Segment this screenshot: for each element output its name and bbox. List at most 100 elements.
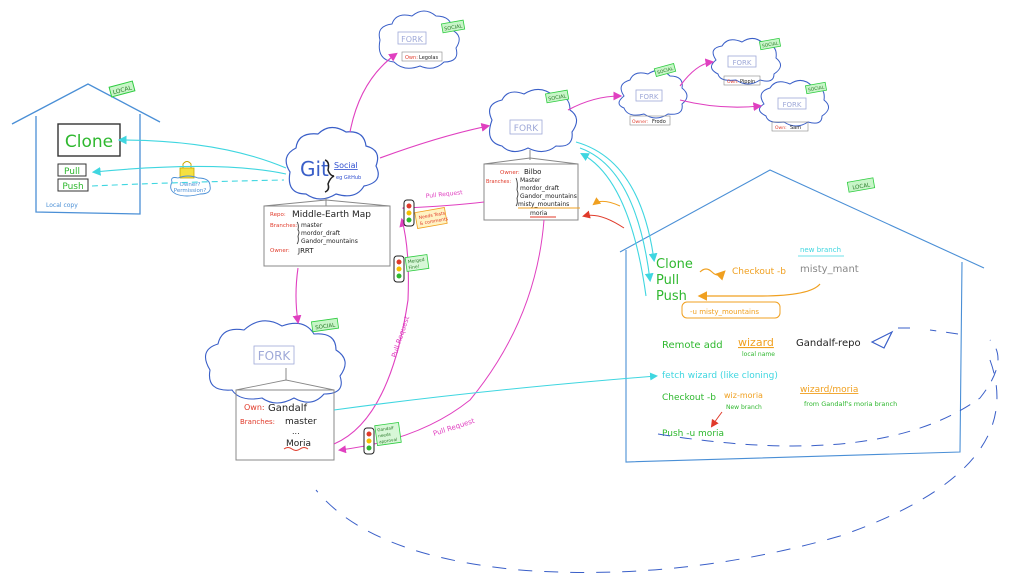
wizard-moria-ref: wizard/moria [800,385,858,395]
legolas-social-tag: SOCIAL [444,23,463,32]
repo-name: Middle-Earth Map [292,210,371,220]
gandalf-branch-moria: Moria [286,439,311,449]
right-pull-label: Pull [656,273,679,288]
bilbo-branch-master: Master [520,177,541,184]
repo-branch-mordor: mordor_draft [301,230,341,237]
local-pull-label: Pull [64,167,80,177]
local-push-label: Push [62,182,83,192]
right-local-tag-label: LOCAL [852,182,872,191]
dashed-loop-top [657,327,999,447]
gandalf-branch-ellipsis: ... [292,427,300,436]
push-connector [91,179,285,187]
bilbo-owner-label: Owner: [500,170,520,176]
gandalf-fork-label: FORK [258,349,292,363]
local-house-roof [11,83,161,125]
local-tag-label: LOCAL [112,84,133,96]
pull-box [57,163,87,177]
pull-request-bilbo [401,201,485,213]
signal-green-light [406,217,412,223]
right-house: LOCAL Clone Pull Push Checkout -b misty_… [619,169,985,463]
lock-owner-text: Owner? [180,182,201,188]
signal-red-light [406,203,412,209]
gandalf-branch-master: master [285,417,317,427]
gandalf-social-tag: SOCIAL [315,322,337,331]
fork-to-legolas [349,52,398,133]
fetch-wizard-connector [333,372,658,411]
push-from-right-house [580,152,647,297]
gandalf-branches-label: Branches: [240,418,275,426]
sam-fork-label: FORK [783,101,802,109]
pippin-owner: Pippin [740,79,755,85]
local-copy-caption: Local copy [46,202,78,209]
bilbo-card: Owner: Bilbo Branches: Master mordor_dra… [483,157,580,221]
repo-card-frame [263,205,391,267]
new-branch-note-2: New branch [726,404,762,411]
remote-add-command: Remote add [662,340,723,351]
pointer-arrow-icon [870,330,894,349]
pull-request-label-1: Pull Request [425,189,463,200]
repo-branches-label: Branches: [270,223,298,229]
push-misty-to-bilbo [592,197,621,207]
fork-to-bilbo [379,123,491,159]
repo-card: Repo: Middle-Earth Map Branches: master … [263,199,391,267]
pull-request-label-2: Pull Request [390,315,411,359]
fork-to-sam [679,99,763,112]
signal-note-approval: approval [379,437,398,444]
remote-wizard-name: wizard [738,336,774,349]
lock-permission-text: Permission? [174,188,207,194]
github-brand-label: eg GitHub [336,175,361,181]
frodo-fork-label: FORK [640,93,659,101]
bilbo-branch-moria: moria [530,210,548,217]
checkout-command: Checkout -b [732,267,786,277]
gandalf-owner-label: Own: [244,403,265,412]
pull-connector [91,165,287,176]
pull-request-gandalf [333,217,409,445]
sam-social-tag: SOCIAL [808,85,826,94]
signal-note-comments: & comments [419,216,449,227]
fork-bilbo-cloud: SOCIAL FORK [489,88,578,160]
git-label: Git [300,157,329,181]
social-tag: SOCIAL [310,317,340,333]
social-tag: SOCIAL [653,63,677,77]
signal-note-tests: Needs Tests [418,210,446,221]
bilbo-social-tag: SOCIAL [548,93,567,102]
local-tag: LOCAL [108,80,136,98]
signal-note-merged: Merged [407,257,425,265]
gandalf-card: Own: Gandalf Branches: master ... Moria [235,379,335,461]
fork-to-frodo [567,91,623,111]
bilbo-branch-gandor: Gandor_mountains [520,193,577,200]
legolas-owner-label: Own: [405,55,418,61]
fork-legolas-cloud: SOCIAL FORK Own: Legolas [378,10,466,69]
local-name-note: local name [742,351,775,358]
social-tag: SOCIAL [545,89,570,104]
fork-frodo-cloud: SOCIAL FORK Owner: Frodo [618,63,688,126]
signal-gandalf-approval: Gandalf needs approval [363,421,402,455]
push-moria-command: Push -u moria [662,429,724,439]
right-push-label: Push [656,289,687,304]
right-local-tag: LOCAL [846,177,876,193]
local-house-walls [35,114,141,215]
repo-owner-label: Owner: [270,248,290,254]
right-house-roof [619,169,985,269]
bilbo-branches-label: Branches: [486,179,511,185]
signal-merged: Merged Fine! [393,254,430,283]
fork-to-pippin [679,58,715,87]
legolas-owner: Legolas [419,55,438,61]
local-house: LOCAL Clone Pull Push Local copy [11,80,161,215]
clone-to-right-house [575,141,658,263]
signal-note-gandalf: Gandalf [377,425,394,432]
frodo-owner-label: Owner: [632,119,648,125]
signal-yellow-light [406,210,412,216]
git-social-cloud: Git Social eg GitHub [285,126,379,206]
sam-owner-label: Own: [775,125,787,131]
fork-to-gandalf [292,267,302,325]
frodo-owner: Frodo [652,119,666,125]
permission-note: Owner? Permission? [170,175,211,197]
checkout-branch-name: misty_mant [800,264,859,275]
social-tag: SOCIAL [758,37,782,51]
git-brace [324,159,335,193]
pippin-fork-label: FORK [733,59,752,67]
gandalf-owner: Gandalf [268,403,307,414]
fetch-command: fetch wizard (like cloning) [662,371,778,381]
